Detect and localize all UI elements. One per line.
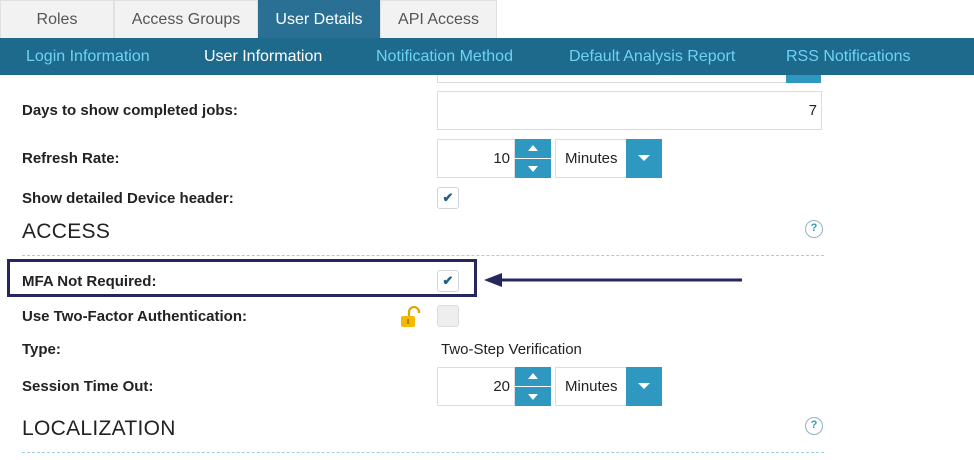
tab-api-access[interactable]: API Access bbox=[380, 0, 497, 38]
refresh-rate-unit-value: Minutes bbox=[565, 150, 618, 167]
mfa-not-required-checkbox[interactable]: ✔ bbox=[437, 270, 459, 292]
checkmark-icon: ✔ bbox=[442, 273, 454, 288]
annotation-arrow-icon bbox=[484, 273, 742, 287]
unlocked-padlock-icon bbox=[401, 306, 421, 327]
chevron-up-icon bbox=[528, 373, 538, 379]
checkmark-icon: ✔ bbox=[442, 190, 454, 205]
chevron-down-icon bbox=[528, 394, 538, 400]
session-timeout-label: Session Time Out: bbox=[22, 378, 154, 395]
two-factor-label: Use Two-Factor Authentication: bbox=[22, 308, 247, 325]
days-completed-input[interactable]: 7 bbox=[437, 91, 822, 130]
increment-button[interactable] bbox=[515, 139, 551, 159]
dropdown-button[interactable] bbox=[626, 367, 662, 406]
refresh-rate-label: Refresh Rate: bbox=[22, 150, 120, 167]
subtab-login-information[interactable]: Login Information bbox=[26, 48, 150, 65]
session-timeout-input[interactable]: 20 bbox=[437, 367, 515, 406]
sub-nav-bar: Login Information User Information Notif… bbox=[0, 38, 974, 75]
subtab-default-analysis-report[interactable]: Default Analysis Report bbox=[569, 48, 736, 65]
tab-user-details[interactable]: User Details bbox=[258, 0, 380, 38]
mfa-not-required-label: MFA Not Required: bbox=[22, 273, 157, 290]
detailed-header-checkbox[interactable]: ✔ bbox=[437, 187, 459, 209]
help-icon[interactable]: ? bbox=[805, 220, 823, 238]
days-completed-label: Days to show completed jobs: bbox=[22, 102, 238, 119]
two-factor-checkbox[interactable] bbox=[437, 305, 459, 327]
type-value: Two-Step Verification bbox=[441, 341, 582, 358]
chevron-down-icon bbox=[638, 155, 650, 161]
refresh-rate-unit-select[interactable]: Minutes bbox=[555, 139, 662, 178]
help-icon[interactable]: ? bbox=[805, 417, 823, 435]
decrement-button[interactable] bbox=[515, 159, 551, 179]
subtab-user-information[interactable]: User Information bbox=[204, 48, 323, 65]
localization-section-title: LOCALIZATION bbox=[22, 417, 176, 440]
decrement-button[interactable] bbox=[515, 387, 551, 407]
scrolled-field-button[interactable] bbox=[786, 75, 821, 83]
refresh-rate-stepper[interactable] bbox=[515, 139, 551, 178]
chevron-down-icon bbox=[528, 166, 538, 172]
refresh-rate-input[interactable]: 10 bbox=[437, 139, 515, 178]
session-timeout-unit-select[interactable]: Minutes bbox=[555, 367, 662, 406]
section-divider bbox=[22, 255, 824, 256]
type-label: Type: bbox=[22, 341, 61, 358]
chevron-down-icon bbox=[638, 383, 650, 389]
dropdown-button[interactable] bbox=[626, 139, 662, 178]
subtab-notification-method[interactable]: Notification Method bbox=[376, 48, 513, 65]
scrolled-field-input[interactable] bbox=[437, 75, 787, 83]
access-section-title: ACCESS bbox=[22, 220, 111, 243]
detailed-header-label: Show detailed Device header: bbox=[22, 190, 234, 207]
subtab-rss-notifications[interactable]: RSS Notifications bbox=[786, 48, 911, 65]
top-tab-bar: Roles Access Groups User Details API Acc… bbox=[0, 0, 974, 38]
session-timeout-unit-value: Minutes bbox=[565, 378, 618, 395]
section-divider bbox=[22, 452, 824, 453]
tab-roles[interactable]: Roles bbox=[0, 0, 114, 38]
tab-access-groups[interactable]: Access Groups bbox=[114, 0, 258, 38]
increment-button[interactable] bbox=[515, 367, 551, 387]
chevron-up-icon bbox=[528, 145, 538, 151]
annotation-highlight-box bbox=[7, 259, 477, 297]
session-timeout-stepper[interactable] bbox=[515, 367, 551, 406]
